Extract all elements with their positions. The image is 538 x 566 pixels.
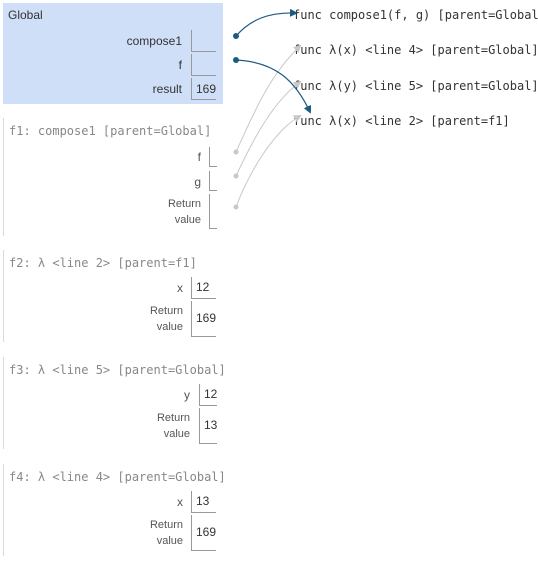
var-name: compose1 xyxy=(126,34,182,48)
arrow-f1-g xyxy=(235,80,302,177)
var-value[interactable]: 169 xyxy=(191,78,216,100)
arrow-origin-dot xyxy=(233,57,239,63)
var-value[interactable]: 12 xyxy=(191,277,216,299)
arrow-origin-dot xyxy=(233,173,239,179)
var-value-pointer[interactable] xyxy=(209,171,217,191)
frame-title: f1: compose1 [parent=Global] xyxy=(9,124,212,138)
frame-title: f4: λ <line 4> [parent=Global] xyxy=(9,470,226,484)
var-value-pointer[interactable] xyxy=(191,30,216,52)
var-value-pointer[interactable] xyxy=(191,54,216,76)
var-value[interactable]: 13 xyxy=(191,491,216,513)
frame-title: f2: λ <line 2> [parent=f1] xyxy=(9,256,197,270)
return-value[interactable]: 169 xyxy=(191,301,216,337)
frame-title: Global xyxy=(8,8,43,22)
var-value-pointer[interactable] xyxy=(209,147,217,167)
frame-title: f3: λ <line 5> [parent=Global] xyxy=(9,363,226,377)
return-value[interactable]: 13 xyxy=(199,408,217,444)
return-value[interactable] xyxy=(209,194,217,229)
arrow-origin-dot xyxy=(233,149,239,155)
var-name: y xyxy=(184,388,190,402)
arrow-f1-f xyxy=(235,44,302,153)
var-name: x xyxy=(177,495,183,509)
stack-frame-f4: f4: λ <line 4> [parent=Global] x 13 Retu… xyxy=(3,464,226,556)
global-frame: Global compose1 f result 169 xyxy=(3,3,223,104)
function-object-lambda-line5[interactable]: func λ(y) <line 5> [parent=Global] xyxy=(293,79,538,93)
function-object-lambda-line2[interactable]: func λ(x) <line 2> [parent=f1] xyxy=(293,114,510,128)
function-object-compose1[interactable]: func compose1(f, g) [parent=Global] xyxy=(293,8,538,22)
arrow-f1-return xyxy=(235,115,302,208)
return-value[interactable]: 169 xyxy=(191,515,216,551)
var-name: x xyxy=(177,281,183,295)
var-name: f xyxy=(178,58,182,72)
arrow-origin-dot xyxy=(233,33,239,39)
function-object-lambda-line4[interactable]: func λ(x) <line 4> [parent=Global] xyxy=(293,43,538,57)
arrow-origin-dot xyxy=(233,204,239,210)
stack-frame-f3: f3: λ <line 5> [parent=Global] y 12 Retu… xyxy=(3,357,226,449)
var-name: result xyxy=(152,82,182,96)
var-name: f xyxy=(197,150,201,164)
var-name: g xyxy=(194,175,201,189)
arrow-global-compose1 xyxy=(235,8,298,37)
var-value[interactable]: 12 xyxy=(199,384,217,406)
